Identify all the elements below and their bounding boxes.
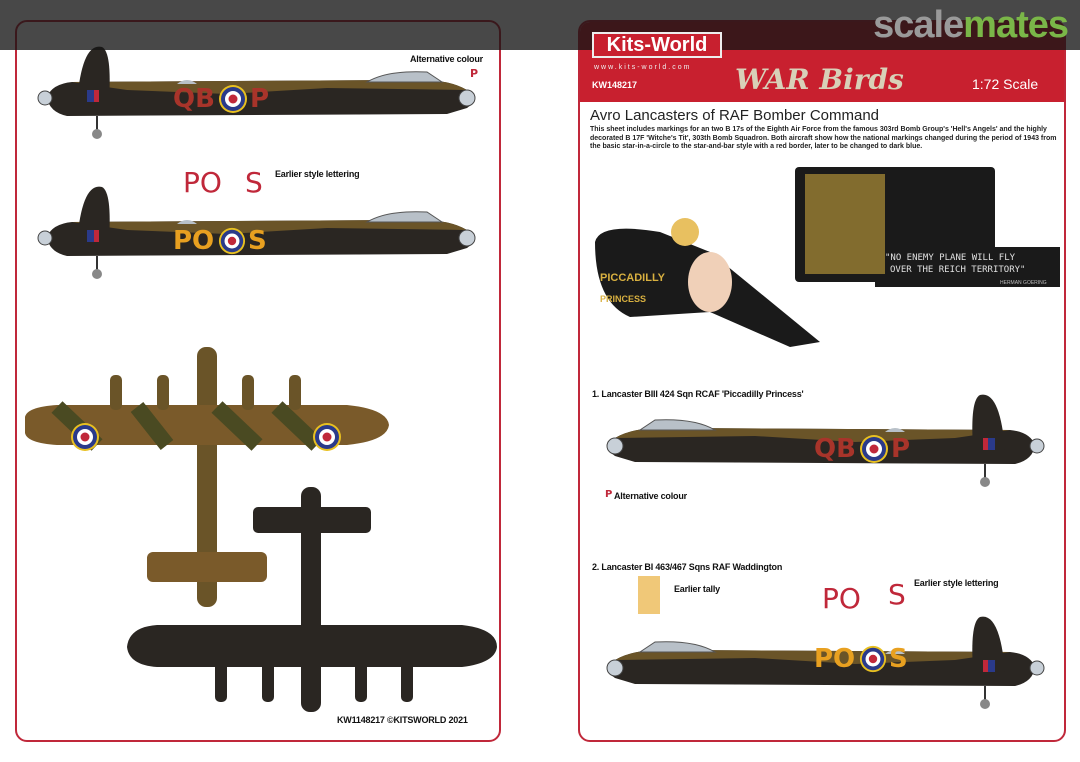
- nose-art-name-1: PICCADILLY: [600, 272, 665, 284]
- brand-url: www.kits-world.com: [594, 64, 692, 71]
- kits-world-logo: Kits-World: [592, 32, 722, 58]
- plane2-code-left: PO: [173, 226, 215, 256]
- watermark-bar: [0, 0, 1080, 50]
- bomb-tally-decal: [638, 576, 660, 614]
- left-decal-panel: Alternative colour P QB P PO S Earlier s…: [15, 20, 501, 742]
- right-decal-panel: Kits-World www.kits-world.com KW148217 W…: [578, 20, 1066, 742]
- roundel-icon: [218, 84, 248, 114]
- sheet-description: This sheet includes markings for an two …: [590, 126, 1057, 150]
- aircraft-2-code-right: S: [889, 644, 908, 674]
- nose-art-quote-1: "NO ENEMY PLANE WILL FLY: [885, 253, 1016, 263]
- earlier-tally-label: Earlier tally: [674, 584, 720, 594]
- aircraft-1-code-left: QB: [814, 434, 856, 464]
- aircraft-2-earlier-lettering: Earlier style lettering: [914, 578, 999, 588]
- nose-art-name-2: PRINCESS: [600, 294, 647, 304]
- earlier-code-right: S: [245, 166, 263, 199]
- footer-copyright: KW1148217 ©KITSWORLD 2021: [337, 715, 468, 725]
- aircraft-1-code-right: P: [891, 434, 911, 464]
- product-code: KW148217: [592, 80, 638, 90]
- lancaster-top-and-bottom-views: [25, 347, 497, 712]
- earlier-code-left: PO: [183, 166, 222, 199]
- roundel-icon: [859, 434, 889, 464]
- aircraft-1-note: Alternative colour: [614, 491, 687, 501]
- nose-art-decals: [595, 167, 1060, 347]
- aircraft-2-code-left: PO: [814, 644, 856, 674]
- alt-colour-label: Alternative colour: [410, 54, 483, 64]
- nose-art-quote-2: OVER THE REICH TERRITORY": [890, 265, 1026, 275]
- aircraft-2-earlier-code-right: S: [888, 578, 906, 611]
- earlier-lettering-label: Earlier style lettering: [275, 169, 360, 179]
- aircraft-2-earlier-code-left: PO: [822, 582, 861, 615]
- scale-label: 1:72 Scale: [972, 76, 1039, 92]
- aircraft-1-note-letter: P: [605, 489, 613, 500]
- roundel-icon: [859, 645, 887, 673]
- aircraft-2-label: 2. Lancaster BI 463/467 Sqns RAF Wadding…: [592, 562, 783, 572]
- warbirds-logo: WAR Birds: [735, 63, 904, 96]
- plane1-code-left: QB: [173, 84, 215, 114]
- sheet-title: Avro Lancasters of RAF Bomber Command: [590, 107, 880, 124]
- roundel-icon: [218, 227, 246, 255]
- alt-letter: P: [470, 67, 479, 80]
- scalemates-watermark: scalemates: [873, 4, 1069, 46]
- plane1-code-right: P: [250, 84, 270, 114]
- nose-art-quote-author: HERMAN GOERING: [1000, 280, 1047, 286]
- plane2-code-right: S: [248, 226, 267, 256]
- aircraft-1-label: 1. Lancaster BIII 424 Sqn RCAF 'Piccadil…: [592, 389, 804, 399]
